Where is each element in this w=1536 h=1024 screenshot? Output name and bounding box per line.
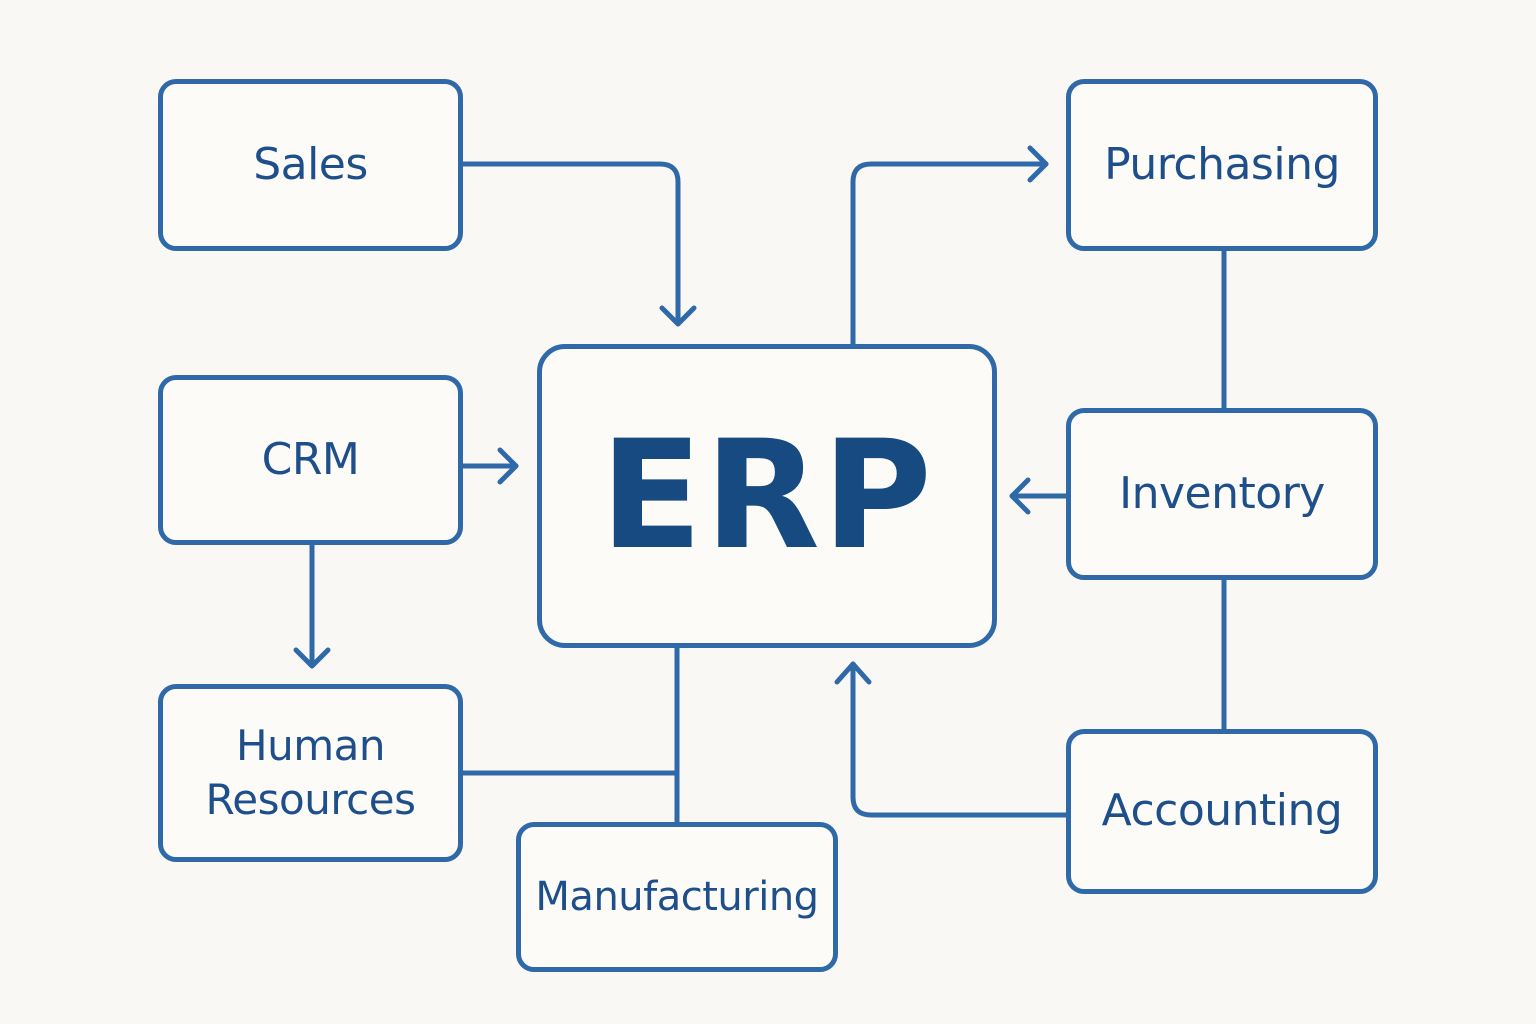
arrowhead-accounting-to-erp — [834, 661, 872, 685]
node-crm-label: CRM — [261, 433, 360, 485]
arrowhead-inventory-to-erp — [1009, 477, 1031, 515]
arrowhead-crm-to-hr — [293, 647, 331, 669]
edge-sales-to-erp — [458, 161, 681, 327]
node-manufacturing[interactable]: Manufacturing — [516, 822, 838, 972]
node-hr-label-line1: Human — [236, 721, 385, 770]
node-human-resources[interactable]: Human Resources — [158, 684, 463, 862]
node-accounting-label: Accounting — [1101, 785, 1343, 837]
node-accounting[interactable]: Accounting — [1066, 729, 1378, 894]
node-purchasing-label: Purchasing — [1104, 138, 1340, 190]
node-erp[interactable]: ERP — [537, 344, 997, 648]
arrowhead-crm-to-erp — [497, 447, 519, 485]
node-inventory-label: Inventory — [1119, 467, 1325, 519]
node-hr-label-line2: Resources — [205, 775, 417, 824]
node-manufacturing-label: Manufacturing — [535, 874, 819, 920]
node-sales[interactable]: Sales — [158, 79, 463, 251]
node-inventory[interactable]: Inventory — [1066, 408, 1378, 580]
node-erp-label: ERP — [600, 409, 934, 583]
node-crm[interactable]: CRM — [158, 375, 463, 545]
node-purchasing[interactable]: Purchasing — [1066, 79, 1378, 251]
edge-accounting-to-erp — [850, 661, 1071, 818]
arrowhead-erp-to-purchasing — [1027, 145, 1049, 183]
node-sales-label: Sales — [253, 138, 368, 190]
arrowhead-sales-to-erp — [659, 305, 697, 327]
edge-erp-to-purchasing — [850, 161, 1049, 347]
node-hr-label: Human Resources — [205, 719, 417, 827]
